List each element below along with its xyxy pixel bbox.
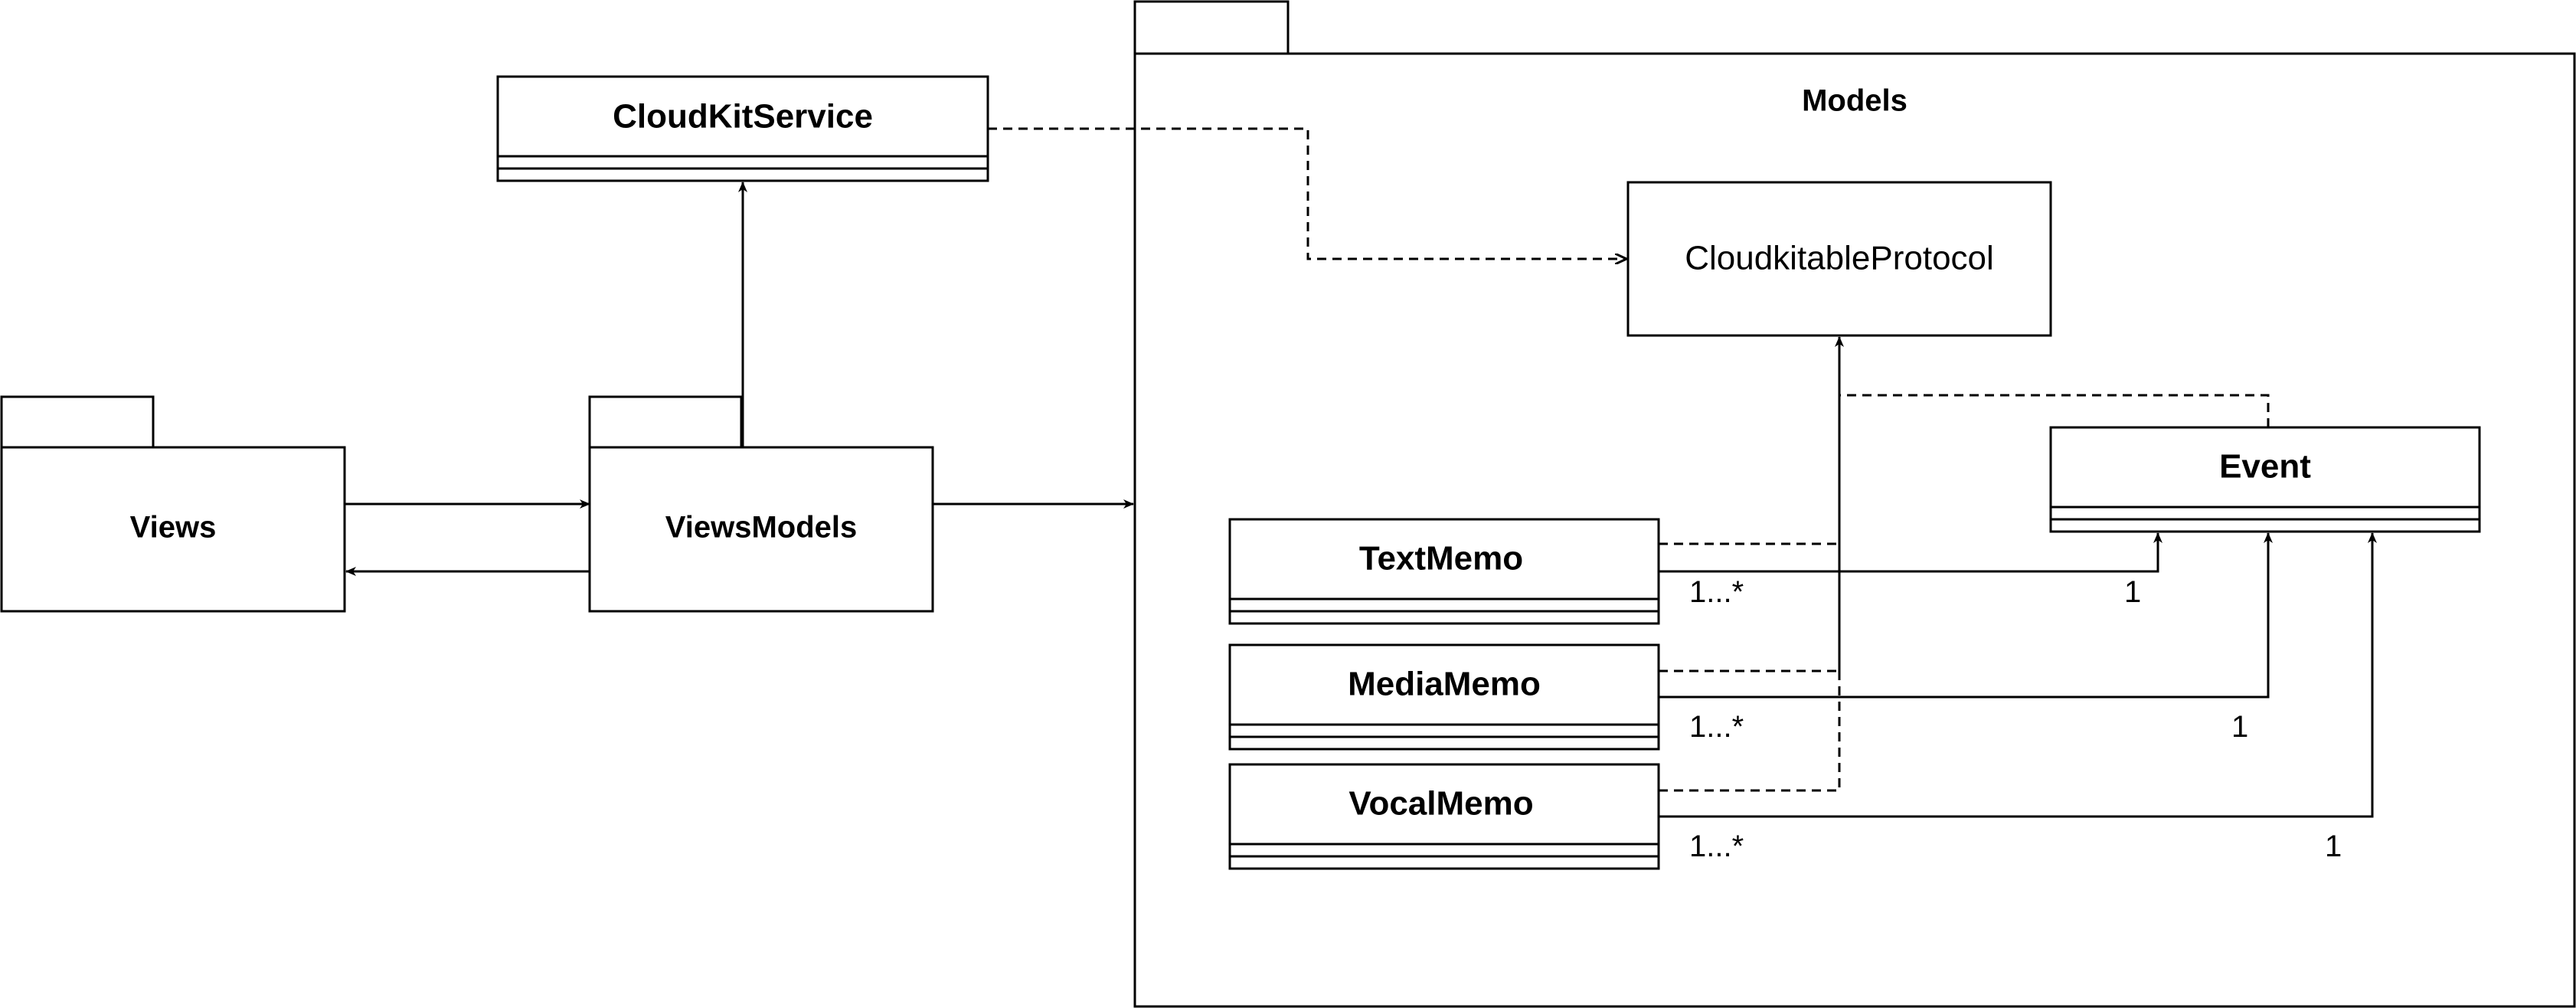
class-name: CloudKitService — [613, 98, 873, 136]
class-name: CloudkitableProtocol — [1685, 240, 1994, 277]
class-name: TextMemo — [1359, 540, 1523, 578]
package-label: Views — [130, 511, 217, 545]
package-body — [0, 446, 346, 613]
class-mediamemo[interactable]: MediaMemo — [1228, 643, 1660, 751]
edge-textmemo-to-event — [1659, 532, 2162, 573]
class-event[interactable]: Event — [2049, 426, 2481, 533]
multiplicity-label: 1 — [2124, 575, 2141, 609]
package-tab — [1133, 0, 1290, 55]
edge-cloudkitservice-to-protocol — [988, 127, 1626, 259]
class-cloudkitservice[interactable]: CloudKitService — [496, 75, 989, 182]
class-vocalmemo[interactable]: VocalMemo — [1228, 763, 1660, 870]
package-viewsmodels[interactable]: ViewsModels — [588, 395, 934, 613]
package-label: Models — [1802, 84, 1907, 118]
class-name: Event — [2219, 448, 2311, 486]
class-name: VocalMemo — [1348, 785, 1533, 823]
multiplicity-label: 1 — [2231, 710, 2248, 744]
multiplicity-label: 1...* — [1689, 710, 1744, 744]
edge-mediamemo-to-event — [1659, 532, 2273, 699]
package-body — [588, 446, 934, 613]
multiplicity-label: 1 — [2325, 830, 2342, 863]
package-label: ViewsModels — [665, 511, 857, 545]
package-tab — [588, 395, 743, 449]
package-views[interactable]: Views — [0, 395, 346, 613]
edge-event-realizes-protocol — [1839, 394, 2270, 427]
package-tab — [0, 395, 155, 449]
class-textmemo[interactable]: TextMemo — [1228, 518, 1660, 625]
multiplicity-label: 1...* — [1689, 575, 1744, 609]
edge-vocalmemo-to-event — [1659, 532, 2377, 818]
multiplicity-label: 1...* — [1689, 830, 1744, 863]
class-name: MediaMemo — [1348, 666, 1541, 703]
edge-vocalmemo-realizes-protocol — [1659, 671, 1841, 792]
class-cloudkitableprotocol[interactable]: CloudkitableProtocol — [1626, 181, 2052, 337]
